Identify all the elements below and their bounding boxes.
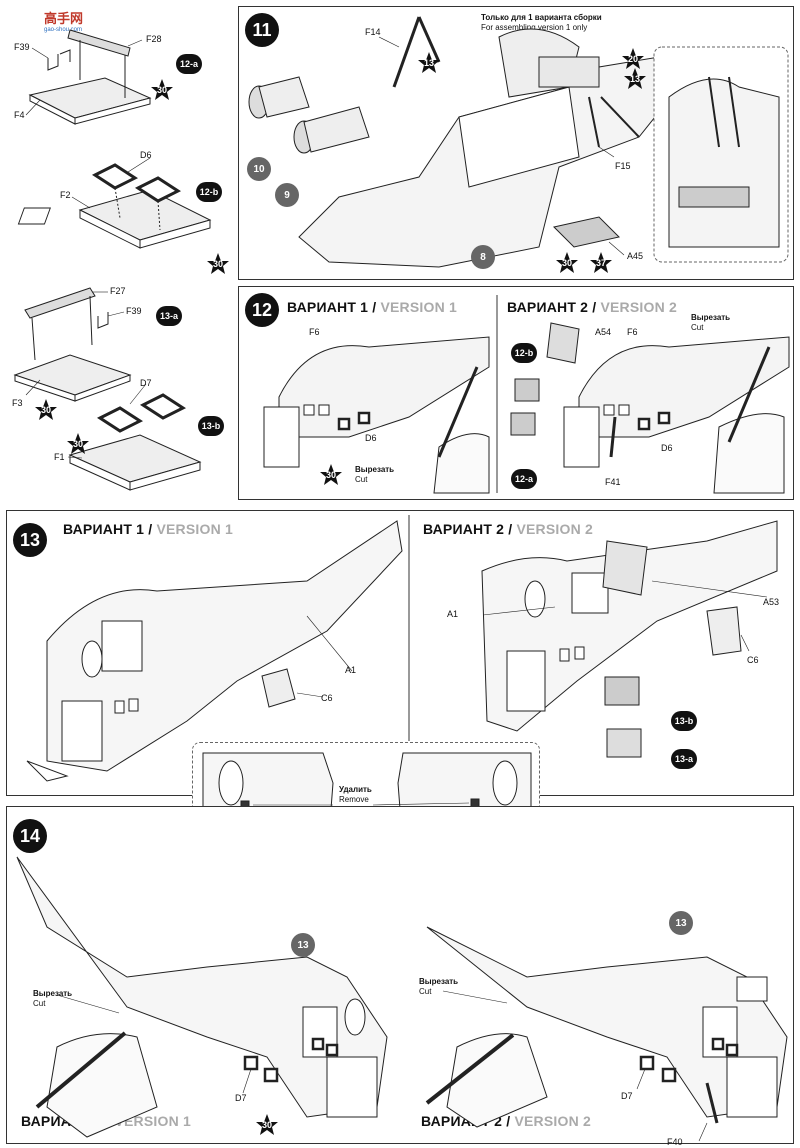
version-1-title: ВАРИАНТ 1 / VERSION 1 (287, 299, 457, 315)
badge-13a: 13-a (156, 306, 182, 326)
label-f40: F40 (667, 1137, 683, 1147)
label-f1: F1 (54, 452, 65, 462)
label-f2: F2 (60, 190, 71, 200)
label-c6-right: C6 (747, 655, 759, 665)
star-badge: 20 (621, 47, 645, 71)
label-f14: F14 (365, 27, 381, 37)
part-callout-9: 9 (275, 183, 299, 207)
label-f28: F28 (146, 34, 162, 44)
badge-13b: 13-b (671, 711, 697, 731)
label-d6-left: D6 (365, 433, 377, 443)
badge-12b: 12-b (511, 343, 537, 363)
step-14-number: 14 (13, 819, 47, 853)
step-12-panel: 12 ВАРИАНТ 1 / VERSION 1 ВАРИАНТ 2 / VER… (238, 286, 794, 500)
label-a1-left: A1 (345, 665, 357, 675)
star-badge: 30 (319, 463, 343, 487)
label-f39-b: F39 (126, 306, 142, 316)
part-callout-10: 10 (247, 157, 271, 181)
badge-12a: 12-a (176, 54, 202, 74)
step-14-panel: 14 ВАРИАНТ 1 / VERSION 1 ВАРИАНТ 2 / VER… (6, 806, 794, 1147)
label-d7: D7 (140, 378, 152, 388)
step-12-number: 12 (245, 293, 279, 327)
star-badge: 37 (589, 251, 613, 275)
badge-13a: 13-a (671, 749, 697, 769)
label-a54: A54 (595, 327, 612, 337)
star-badge: 30 (34, 398, 58, 422)
step-13-drawing (26, 515, 778, 782)
label-d7-left: D7 (235, 1093, 247, 1103)
label-d6-right: D6 (661, 443, 673, 453)
step-13-panel: 13 ВАРИАНТ 1 / VERSION 1 ВАРИАНТ 2 / VER… (6, 510, 794, 796)
label-f6-right: F6 (627, 327, 638, 337)
badge-12b: 12-b (196, 182, 222, 202)
star-badge: 30 (206, 252, 230, 276)
part-callout-8: 8 (471, 245, 495, 269)
part-callout-13-left: 13 (291, 933, 315, 957)
badge-13b: 13-b (198, 416, 224, 436)
part-callout-13-right: 13 (669, 911, 693, 935)
label-f39-a: F39 (14, 42, 30, 52)
version-2-title: ВАРИАНТ 2 / VERSION 2 (423, 521, 593, 537)
label-c6-left: C6 (321, 693, 333, 703)
version-2-title: ВАРИАНТ 2 / VERSION 2 (507, 299, 677, 315)
badge-12a: 12-a (511, 469, 537, 489)
label-f3: F3 (12, 398, 23, 408)
label-d6: D6 (140, 150, 152, 160)
step-12-drawing (263, 295, 790, 494)
version-1-title: ВАРИАНТ 1 / VERSION 1 (63, 521, 233, 537)
star-badge: 13 (417, 51, 441, 75)
step-13-number: 13 (13, 523, 47, 557)
step-11-drawing (248, 16, 789, 268)
label-a1-right: A1 (447, 609, 459, 619)
label-f6-left: F6 (309, 327, 320, 337)
label-f4: F4 (14, 110, 25, 120)
label-a45: A45 (627, 251, 644, 261)
star-badge: 30 (66, 432, 90, 456)
label-a53: A53 (763, 597, 780, 607)
step-11-number: 11 (245, 13, 279, 47)
step-14-drawing (16, 856, 788, 1142)
watermark-logo: 高手网 gao-shou.com (44, 11, 84, 33)
label-f27: F27 (110, 286, 126, 296)
star-badge: 30 (255, 1113, 279, 1137)
label-f15: F15 (615, 161, 631, 171)
star-badge: 13 (623, 67, 647, 91)
label-d7-right: D7 (621, 1091, 633, 1101)
star-badge: 30 (150, 78, 174, 102)
label-f41: F41 (605, 477, 621, 487)
star-badge: 30 (555, 251, 579, 275)
